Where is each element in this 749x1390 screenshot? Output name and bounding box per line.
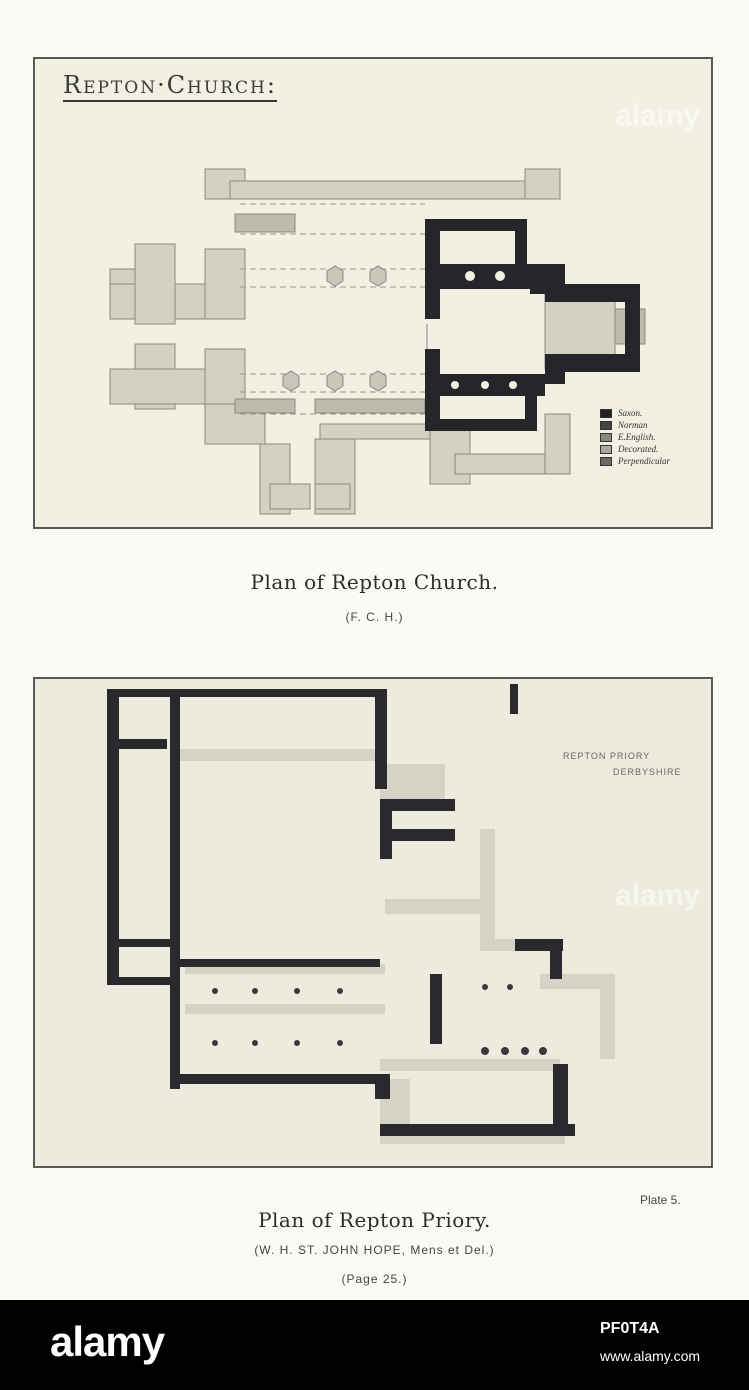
- watermark-logo: alamy: [615, 879, 701, 912]
- legend-swatch: [600, 432, 612, 442]
- legend-label: E.English.: [618, 432, 656, 442]
- scanned-page: Repton·Church: Saxon. Norman E.English. …: [33, 57, 713, 1286]
- watermark-logo: alamy: [615, 99, 701, 132]
- plate-number: Plate 5.: [640, 1193, 681, 1207]
- legend-swatch: [600, 420, 612, 430]
- legend-swatch: [600, 408, 612, 418]
- legend-item-e-english: E.English.: [600, 431, 670, 443]
- legend-item-perpendicular: Perpendicular: [600, 455, 670, 467]
- priory-plan-title: Plan of Repton Priory.: [258, 1208, 491, 1232]
- footer-url: www.alamy.com: [600, 1348, 701, 1364]
- priory-label-line2: DERBYSHIRE: [613, 767, 682, 777]
- church-plan-legend: Saxon. Norman E.English. Decorated. Perp…: [600, 407, 670, 467]
- stock-footer-bar: alamy PF0T4A www.alamy.com: [0, 1300, 749, 1390]
- legend-label: Norman: [618, 420, 648, 430]
- church-plan-credit: (F. C. H.): [345, 610, 404, 624]
- priory-plan-plate: REPTON PRIORY DERBYSHIRE alamy: [33, 677, 713, 1168]
- priory-plan-drawing: [107, 684, 615, 1144]
- legend-label: Perpendicular: [618, 456, 670, 466]
- church-plan-heading: Repton·Church:: [63, 71, 277, 102]
- legend-swatch: [600, 456, 612, 466]
- legend-item-saxon: Saxon.: [600, 407, 670, 419]
- priory-label-line1: REPTON PRIORY: [563, 751, 651, 761]
- alamy-logo: alamy: [50, 1318, 165, 1365]
- church-plan-plate: Repton·Church: Saxon. Norman E.English. …: [33, 57, 713, 529]
- legend-label: Saxon.: [618, 408, 643, 418]
- legend-label: Decorated.: [618, 444, 659, 454]
- priory-page-reference: (Page 25.): [341, 1272, 408, 1286]
- priory-plan-credit: (W. H. ST. JOHN HOPE, Mens et Del.): [254, 1243, 495, 1257]
- legend-item-decorated: Decorated.: [600, 443, 670, 455]
- legend-item-norman: Norman: [600, 419, 670, 431]
- church-plan-drawing: [109, 168, 646, 515]
- church-plan-title: Plan of Repton Church.: [250, 570, 499, 594]
- image-id: PF0T4A: [600, 1320, 660, 1337]
- legend-swatch: [600, 444, 612, 454]
